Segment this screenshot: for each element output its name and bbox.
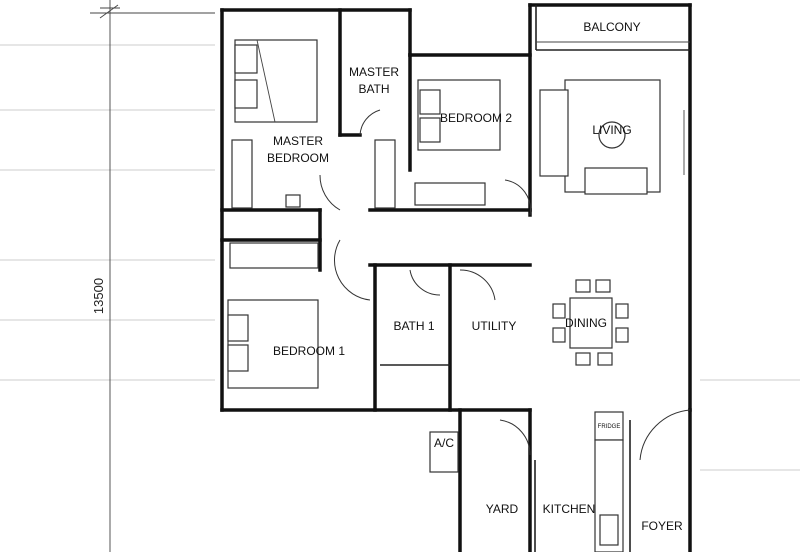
label-fridge: FRIDGE (598, 424, 621, 430)
interior-walls (220, 8, 532, 412)
label-master-bedroom-2: BEDROOM (267, 151, 329, 165)
label-dining: DINING (565, 316, 607, 330)
label-ac: A/C (434, 436, 454, 450)
label-master-bath-1: MASTER (349, 65, 399, 79)
label-kitchen: KITCHEN (543, 502, 596, 516)
label-bedroom-1: BEDROOM 1 (273, 344, 345, 358)
label-bath-1: BATH 1 (393, 319, 434, 333)
label-foyer: FOYER (641, 519, 683, 533)
label-balcony: BALCONY (583, 20, 640, 34)
background-marks (0, 44, 800, 471)
label-master-bedroom-1: MASTER (273, 134, 323, 148)
label-bedroom-2: BEDROOM 2 (440, 111, 512, 125)
doors (319, 109, 691, 461)
dimension-label: 13500 (91, 278, 106, 314)
label-living: LIVING (592, 123, 631, 137)
label-utility: UTILITY (472, 319, 517, 333)
furniture (227, 39, 685, 552)
room-labels: BALCONY MASTER BATH BEDROOM 2 LIVING MAS… (267, 20, 683, 533)
label-master-bath-2: BATH (358, 82, 389, 96)
label-yard: YARD (486, 502, 519, 516)
dimension-line (90, 0, 215, 552)
